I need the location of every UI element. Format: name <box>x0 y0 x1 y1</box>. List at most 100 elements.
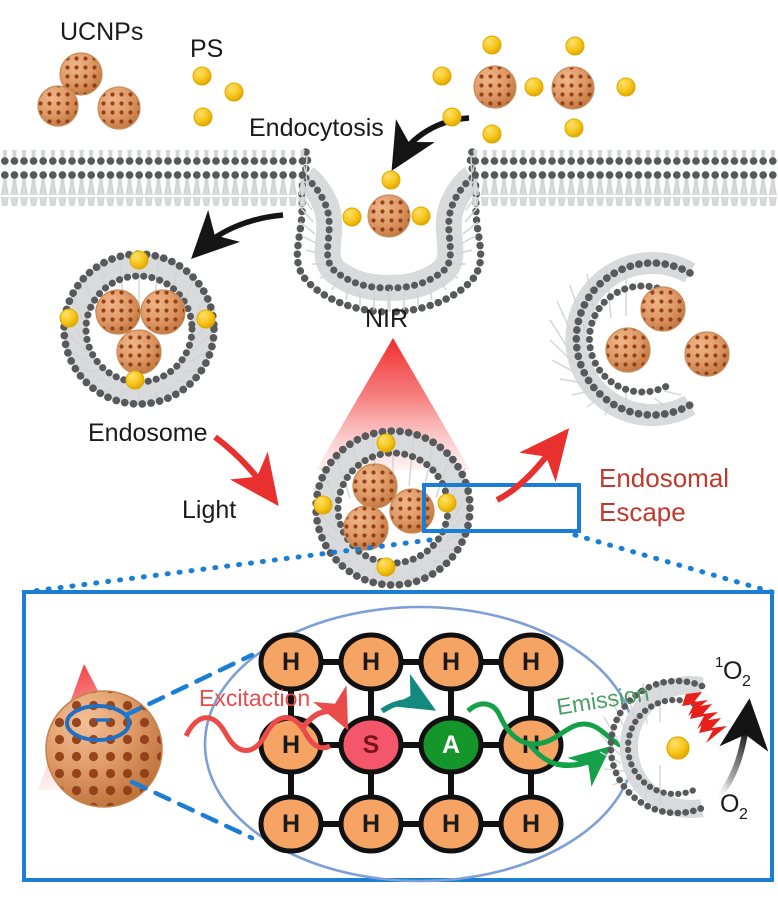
ps-dot <box>482 35 502 55</box>
lattice-node[interactable]: H <box>498 794 564 854</box>
ps-dot <box>432 66 452 86</box>
ucnp-particle <box>352 463 398 509</box>
label-ucnps: UCNPs <box>60 18 143 46</box>
endocytosis-arrow <box>391 115 470 171</box>
lattice-node-label: A <box>442 731 460 759</box>
oxygen-escape-arrow <box>713 698 769 803</box>
excitation-wave <box>183 715 332 753</box>
ucnp-particle <box>367 194 411 238</box>
ucnp-sphere-large <box>45 690 163 808</box>
lattice-node-label: H <box>362 648 380 676</box>
label-excitation: Excitaction <box>199 685 310 711</box>
free-ps-group <box>192 35 636 190</box>
label-singlet-oxygen: 1 O 2 <box>715 654 751 690</box>
endocytic-pit <box>293 148 485 316</box>
label-endocytosis: Endocytosis <box>249 114 384 142</box>
ucnp-particle <box>605 327 651 373</box>
lattice-node[interactable]: H <box>258 632 324 692</box>
panel-membrane-arc <box>599 676 706 818</box>
label-ps: PS <box>190 35 223 63</box>
ps-dot <box>192 66 212 86</box>
lattice-node-label: H <box>442 648 460 676</box>
lattice-node[interactable]: H <box>418 794 484 854</box>
endosome-right-ruptured <box>549 252 730 426</box>
ucnp-particle <box>343 505 389 551</box>
endosome-left <box>59 250 218 408</box>
ucnp-particle <box>473 65 517 109</box>
energy-transfer-arrow <box>380 673 437 714</box>
lattice-node-label: H <box>522 810 540 838</box>
ps-dot <box>437 493 457 513</box>
oxygen-subscript: 2 <box>739 806 748 823</box>
ucnp-particle <box>95 289 141 335</box>
lattice-node-label: H <box>522 648 540 676</box>
plasma-membrane <box>0 148 778 316</box>
singlet-subscript: 2 <box>742 673 751 690</box>
label-oxygen: O 2 <box>720 790 748 823</box>
internalization-arrow <box>191 209 284 259</box>
escape-arrow <box>495 428 570 503</box>
ucnp-particle <box>640 286 686 332</box>
lattice-node-label: H <box>442 810 460 838</box>
ucnp-particle <box>116 329 162 375</box>
light-arrow <box>213 434 279 507</box>
ucnp-particle <box>389 488 435 534</box>
lattice-node-label: H <box>282 731 300 759</box>
ps-dot <box>59 308 79 328</box>
ps-dot <box>564 118 584 138</box>
singlet-base: O <box>723 657 742 685</box>
ps-dot <box>129 250 149 270</box>
ps-dot <box>482 124 502 144</box>
nir-cone <box>316 338 470 470</box>
lattice-node-label: S <box>363 731 380 759</box>
lattice-node-activator[interactable]: A <box>418 715 484 775</box>
ps-dot <box>193 107 213 127</box>
ps-dot <box>524 77 544 97</box>
ucnp-particle <box>684 331 730 377</box>
ucnp-particle <box>97 86 141 130</box>
zoom-highlight-rect <box>422 483 581 533</box>
lattice-node[interactable]: H <box>258 794 324 854</box>
ps-dot <box>376 433 396 453</box>
lattice-node[interactable]: H <box>338 794 404 854</box>
ps-dot <box>411 206 431 226</box>
ucnp-particle <box>59 52 103 96</box>
ps-dot <box>342 207 362 227</box>
ps-dot <box>381 170 401 190</box>
ucnp-particle <box>551 66 595 110</box>
excitation-arrow <box>299 685 349 731</box>
lattice-node-label: H <box>282 810 300 838</box>
singlet-oxygen-bolts <box>682 692 727 743</box>
pit-cargo <box>342 194 431 238</box>
zoom-guide-lines <box>23 532 775 595</box>
ps-dot <box>313 495 333 515</box>
lattice-node[interactable]: H <box>338 632 404 692</box>
oxygen-base: O <box>720 790 739 818</box>
ps-dot <box>125 370 145 390</box>
ps-dot <box>616 77 636 97</box>
free-ucnp-group <box>37 52 595 130</box>
ucnp-particle <box>140 289 186 335</box>
label-nir: NIR <box>365 305 408 333</box>
label-light: Light <box>182 496 236 524</box>
endosome-center <box>312 427 474 589</box>
ps-dot <box>196 309 216 329</box>
singlet-superscript: 1 <box>715 654 723 671</box>
ps-dot <box>376 557 396 577</box>
lattice-node[interactable]: H <box>498 632 564 692</box>
label-endosome: Endosome <box>88 419 208 447</box>
emission-wave <box>466 701 629 787</box>
label-endosomal-escape-line1: Endosomal <box>599 463 729 493</box>
lattice-node[interactable]: H <box>418 632 484 692</box>
magnifier-connectors <box>123 652 255 841</box>
lattice-node-label: H <box>362 810 380 838</box>
ps-dot <box>565 36 585 56</box>
ps-dot-trapped <box>666 736 690 760</box>
ps-dot <box>442 107 462 127</box>
lattice-node-label: H <box>282 648 300 676</box>
lattice-node-sensitizer[interactable]: S <box>338 715 404 775</box>
label-endosomal-escape-line2: Escape <box>599 497 686 527</box>
ps-dot <box>224 82 244 102</box>
